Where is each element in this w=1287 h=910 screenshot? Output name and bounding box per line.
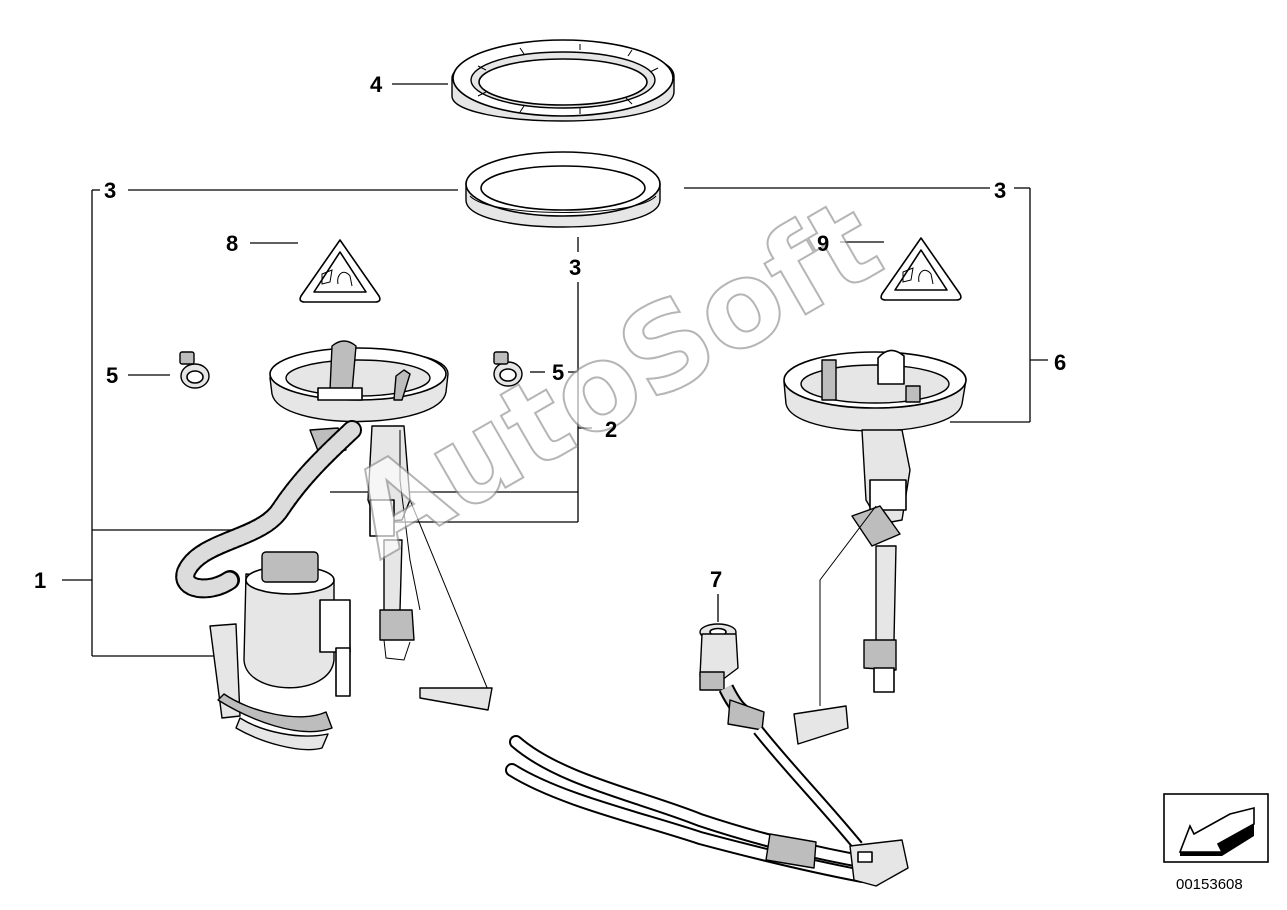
leader-lines [62, 83, 1048, 657]
callout-5-center: 5 [552, 360, 564, 385]
callout-4: 4 [370, 72, 383, 97]
hose-clamp-left [179, 351, 210, 389]
gasket-ring [465, 151, 661, 228]
fuel-pump-assembly-left [175, 340, 493, 751]
callout-3-right: 3 [994, 178, 1006, 203]
hose-clamp-center [493, 351, 523, 387]
callout-labels: 1 2 3 3 3 4 5 5 6 7 8 9 [34, 72, 1066, 593]
fuel-sender-assembly-right [783, 349, 967, 745]
callout-8: 8 [226, 231, 238, 256]
callout-6: 6 [1054, 350, 1066, 375]
warning-triangle-icon [299, 239, 381, 303]
warning-triangle-icon [880, 237, 962, 301]
diagram-code: 00153608 [1176, 876, 1243, 893]
seal-ring-top [451, 39, 675, 122]
fuel-line-assembly [505, 623, 909, 887]
callout-1: 1 [34, 568, 46, 593]
callout-9: 9 [817, 231, 829, 256]
callout-5-left: 5 [106, 363, 118, 388]
callout-2: 2 [605, 417, 617, 442]
arrow-down-left-icon[interactable] [1163, 793, 1269, 863]
callout-7: 7 [710, 567, 722, 592]
callout-3-left: 3 [104, 178, 116, 203]
callout-3-center: 3 [569, 255, 581, 280]
